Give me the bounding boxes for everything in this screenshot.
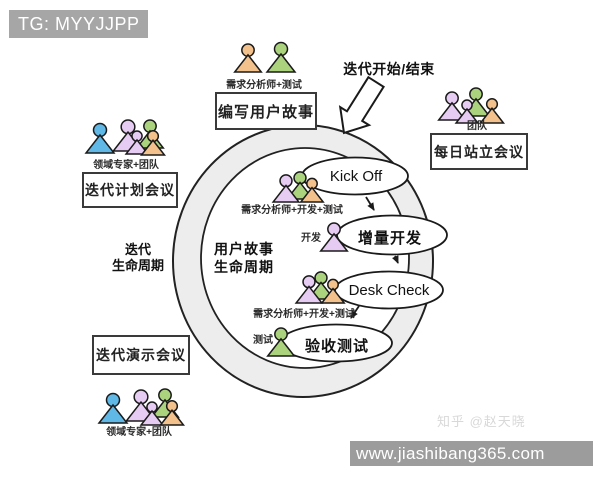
user-story-lifecycle-line1: 用户故事	[214, 241, 274, 257]
people-layer	[84, 41, 506, 426]
person-body-purple	[437, 101, 467, 121]
role-label-test: 测试	[253, 335, 273, 346]
user-story-lifecycle-title: 用户故事 生命周期	[214, 240, 274, 276]
daily-standup-meeting-box: 每日站立会议	[430, 133, 528, 170]
role-label-dev: 开发	[301, 233, 321, 244]
write-user-story-box: 编写用户故事	[215, 92, 317, 130]
stage-desk-check-label: Desk Check	[348, 282, 430, 299]
person-body-green	[266, 337, 296, 357]
person-body-orange	[139, 139, 167, 156]
person-body-purple	[139, 409, 165, 426]
person-body-blue	[84, 133, 116, 154]
person-body-purple	[271, 184, 301, 203]
person-body-orange	[233, 53, 263, 73]
person-body-green	[265, 52, 297, 73]
role-label-ba-dev-test-2: 需求分析师+开发+测试	[253, 309, 355, 320]
stage-incremental-dev-label: 增量开发	[357, 230, 423, 247]
person-body-orange	[299, 186, 325, 203]
arrow-dev-to-deskcheck	[392, 255, 399, 264]
group-domain-team-top	[84, 119, 167, 156]
role-label-ba-test: 需求分析师+测试	[226, 80, 302, 91]
group-desk-check	[294, 271, 346, 304]
iteration-lifecycle-title: 迭代 生命周期	[112, 242, 164, 274]
person-body-orange	[478, 107, 506, 124]
arrow-kickoff-to-dev	[365, 196, 375, 211]
group-team-right	[437, 87, 506, 124]
group-domain-team-bottom	[97, 388, 186, 426]
zhihu-watermark: 知乎 @赵天晓	[437, 414, 526, 429]
site-url-bar: www.jiashibang365.com	[350, 441, 593, 466]
group-kickoff	[271, 171, 325, 203]
person-body-purple	[294, 285, 324, 304]
iteration-lifecycle-line2: 生命周期	[111, 258, 165, 273]
group-ba-test	[233, 41, 297, 73]
iteration-planning-meeting-box: 迭代计划会议	[82, 172, 178, 208]
iteration-start-end-label: 迭代开始/结束	[343, 61, 435, 77]
group-test	[266, 327, 296, 357]
role-label-domain-team-top: 领域专家+团队	[93, 160, 159, 171]
user-story-lifecycle-line2: 生命周期	[214, 259, 274, 275]
group-dev	[319, 222, 349, 252]
person-body-blue	[97, 403, 129, 424]
stage-kickoff-label: Kick Off	[329, 168, 383, 185]
role-label-domain-team-bottom: 领域专家+团队	[106, 427, 172, 438]
role-label-team: 团队	[467, 121, 487, 132]
iteration-lifecycle-line1: 迭代	[124, 242, 152, 257]
role-label-ba-dev-test-1: 需求分析师+开发+测试	[241, 205, 343, 216]
iteration-demo-meeting-box: 迭代演示会议	[92, 335, 190, 375]
iteration-start-arrow	[338, 75, 385, 135]
person-body-purple	[124, 138, 150, 155]
arrow-deskcheck-to-acceptance	[350, 305, 360, 319]
person-body-purple	[454, 107, 480, 124]
person-body-orange	[320, 287, 346, 304]
stage-acceptance-test-label: 验收测试	[304, 338, 370, 355]
person-body-purple	[319, 232, 349, 252]
person-body-orange	[158, 409, 186, 426]
tg-badge: TG: MYYJJPP	[9, 10, 148, 38]
